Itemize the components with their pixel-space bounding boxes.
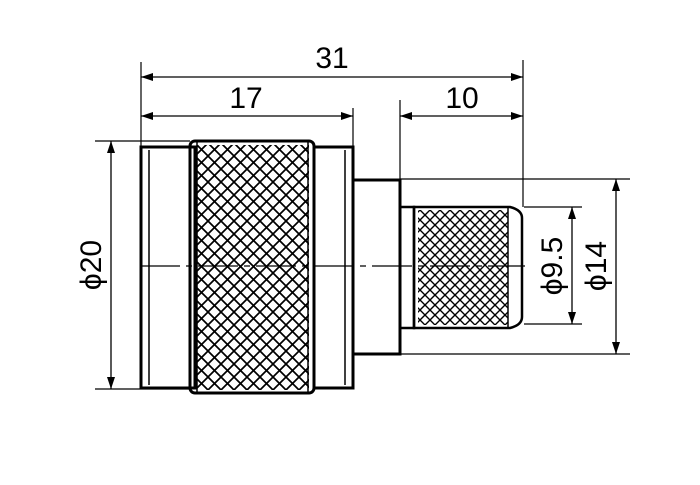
connector-body bbox=[139, 139, 525, 395]
overall-length-label: 31 bbox=[315, 42, 348, 75]
step-diameter-label: ϕ14 bbox=[580, 241, 613, 291]
body-diameter-label: ϕ20 bbox=[75, 240, 108, 290]
rear-collar bbox=[312, 145, 355, 390]
neck-step bbox=[351, 178, 402, 356]
dimension-crimp-length: 10 bbox=[400, 82, 523, 120]
crimp-flange bbox=[398, 205, 416, 330]
extension-lines bbox=[95, 60, 630, 390]
dimension-overall-length: 31 bbox=[141, 42, 523, 81]
dimension-body-length: 17 bbox=[141, 82, 353, 120]
dimension-body-diameter: ϕ20 bbox=[75, 141, 115, 389]
crimp-diameter-label: ϕ9.5 bbox=[536, 237, 569, 296]
dimension-crimp-diameter: ϕ9.5 bbox=[536, 207, 576, 324]
body-length-label: 17 bbox=[229, 82, 262, 115]
knurled-crimp-sleeve bbox=[412, 205, 524, 330]
crimp-length-label: 10 bbox=[445, 82, 478, 115]
dimension-step-diameter: ϕ14 bbox=[580, 179, 620, 354]
front-collar bbox=[139, 145, 197, 390]
knurled-coupling-nut bbox=[188, 139, 316, 395]
